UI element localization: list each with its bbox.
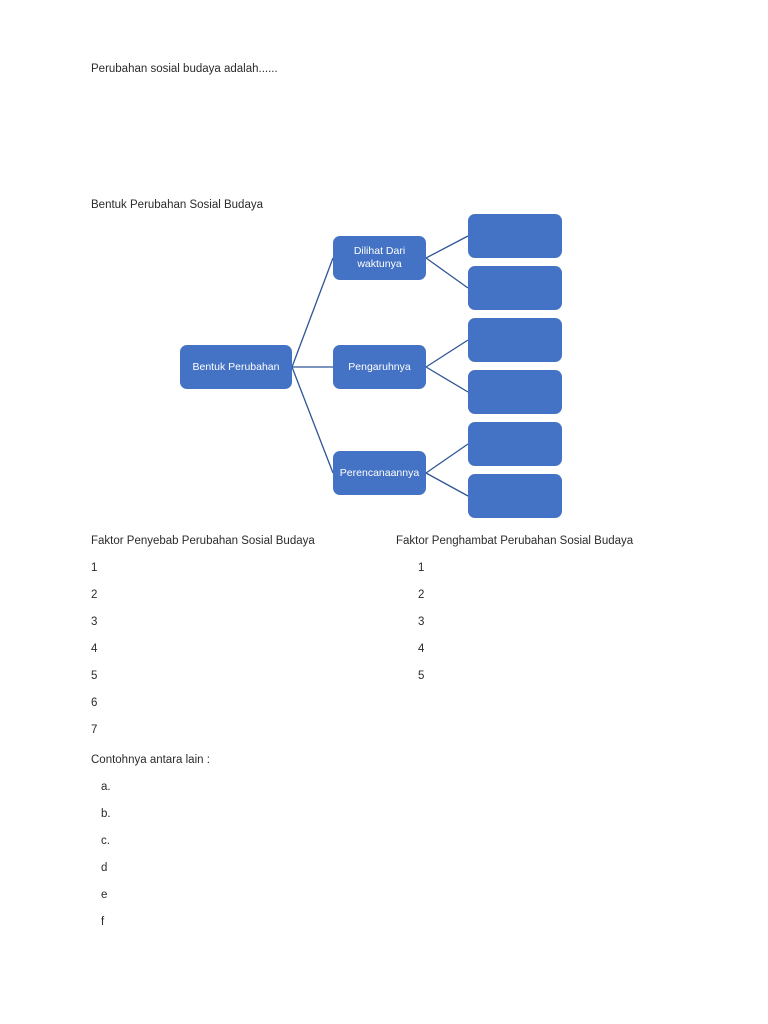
list-item[interactable]: e [101,889,108,901]
factor-penyebab-list: 1 2 3 4 5 6 7 [91,561,97,750]
factor-penghambat-heading: Faktor Penghambat Perubahan Sosial Buday… [396,535,634,547]
diagram-node-leaf-4[interactable] [468,370,562,414]
diagram-node-leaf-1[interactable] [468,214,562,258]
diagram-heading: Bentuk Perubahan Sosial Budaya [91,199,263,211]
list-item[interactable]: f [101,916,105,928]
list-item[interactable]: a. [101,781,111,793]
list-item[interactable]: b. [101,808,111,820]
diagram-connectors [291,235,469,497]
list-item[interactable]: 1 [418,562,425,574]
diagram-node-leaf-2[interactable] [468,266,562,310]
diagram-node-branch-waktunya[interactable]: Dilihat Dari waktunya [333,236,426,280]
diagram-node-branch-perencanaannya[interactable]: Perencanaannya [333,451,426,495]
list-item[interactable]: 4 [418,643,425,655]
diagram-node-root[interactable]: Bentuk Perubahan [180,345,292,389]
list-item[interactable]: 3 [418,616,425,628]
list-item[interactable]: 6 [91,697,98,709]
examples-list: a. b. c. d e f [101,780,111,942]
list-item[interactable]: 3 [91,616,98,628]
diagram-node-leaf-3[interactable] [468,318,562,362]
diagram-node-leaf-6[interactable] [468,474,562,518]
diagram-node-branch-pengaruhnya[interactable]: Pengaruhnya [333,345,426,389]
list-item[interactable]: 2 [418,589,425,601]
list-item[interactable]: 4 [91,643,98,655]
list-item[interactable]: c. [101,835,110,847]
factor-penyebab-heading: Faktor Penyebab Perubahan Sosial Budaya [91,535,315,547]
examples-heading: Contohnya antara lain : [91,754,210,766]
intro-line: Perubahan sosial budaya adalah...... [91,63,278,75]
factor-penghambat-list: 1 2 3 4 5 [418,561,424,696]
list-item[interactable]: 7 [91,724,98,736]
hierarchy-diagram: Bentuk Perubahan Dilihat Dari waktunya P… [0,206,768,518]
list-item[interactable]: 1 [91,562,98,574]
diagram-node-leaf-5[interactable] [468,422,562,466]
list-item[interactable]: 5 [91,670,98,682]
list-item[interactable]: 5 [418,670,425,682]
list-item[interactable]: 2 [91,589,98,601]
list-item[interactable]: d [101,862,108,874]
